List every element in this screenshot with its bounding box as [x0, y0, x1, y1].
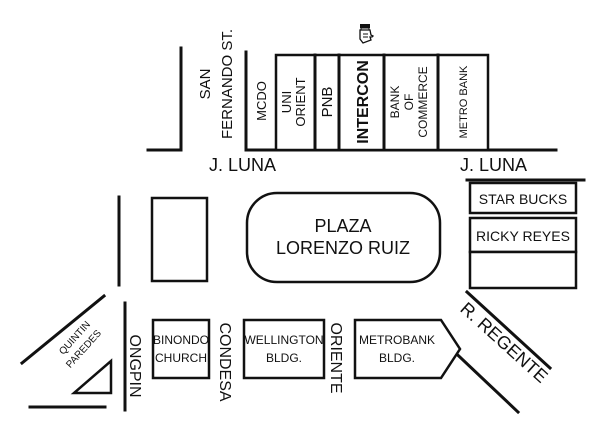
ricky-reyes-box — [468, 216, 578, 254]
plaza-label-line1: PLAZA — [314, 216, 371, 236]
metrobank-bldg-box — [353, 318, 462, 380]
j-luna-label-right: J. LUNA — [460, 155, 527, 175]
mcdo-label: MCDO — [254, 81, 269, 121]
j-luna-label-left: J. LUNA — [209, 155, 276, 175]
empty-east-box — [468, 250, 578, 290]
wellington-bldg-label-line2: BLDG. — [266, 351, 302, 365]
plaza-label-line2: LORENZO RUIZ — [276, 238, 410, 258]
unnamed-building — [150, 196, 209, 283]
san-fernando-label-line2: FERNANDO ST. — [219, 29, 236, 139]
intercon-label: INTERCON — [355, 60, 372, 144]
plaza-outline — [245, 191, 442, 284]
bank-of-commerce-label-line2: OF — [402, 94, 416, 111]
north-buildings: MCDO UNI ORIENT PNB INTERCON BANK OF COM… — [254, 53, 490, 152]
binondo-church-label-line1: BINONDO — [153, 333, 209, 347]
binondo-church-box — [151, 318, 211, 380]
pnb-label: PNB — [319, 87, 336, 118]
metro-bank-label: METRO BANK — [458, 65, 470, 138]
ricky-reyes-label: RICKY REYES — [476, 228, 570, 244]
wellington-bldg-label-line1: WELLINGTON — [244, 333, 323, 347]
pointing-hand-icon — [359, 24, 375, 44]
metrobank-bldg-label-line1: METROBANK — [359, 333, 435, 347]
condesa-label: CONDESA — [216, 322, 233, 401]
wellington-bldg-box — [242, 318, 326, 380]
bank-of-commerce-label-line3: COMMERCE — [416, 66, 430, 137]
star-bucks-box — [468, 181, 578, 215]
south-buildings: BINONDO CHURCH WELLINGTON BLDG. METROBAN… — [151, 318, 462, 380]
binondo-church-label-line2: CHURCH — [155, 351, 207, 365]
north-block-outline — [274, 53, 490, 152]
east-buildings: STAR BUCKS RICKY REYES — [468, 181, 578, 290]
ongpin-label: ONGPIN — [126, 334, 143, 397]
oriente-label: ORIENTE — [327, 322, 344, 393]
bank-of-commerce-label-line1: BANK — [388, 86, 402, 119]
metrobank-bldg-label-line2: BLDG. — [379, 351, 415, 365]
corner-triangle — [70, 358, 113, 395]
san-fernando-label-line1: SAN — [197, 69, 214, 100]
r-regente-label: R. REGENTE — [456, 298, 551, 386]
star-bucks-label: STAR BUCKS — [479, 191, 567, 207]
uni-orient-label-line2: ORIENT — [293, 77, 308, 126]
uni-orient-label-line1: UNI — [279, 91, 294, 113]
